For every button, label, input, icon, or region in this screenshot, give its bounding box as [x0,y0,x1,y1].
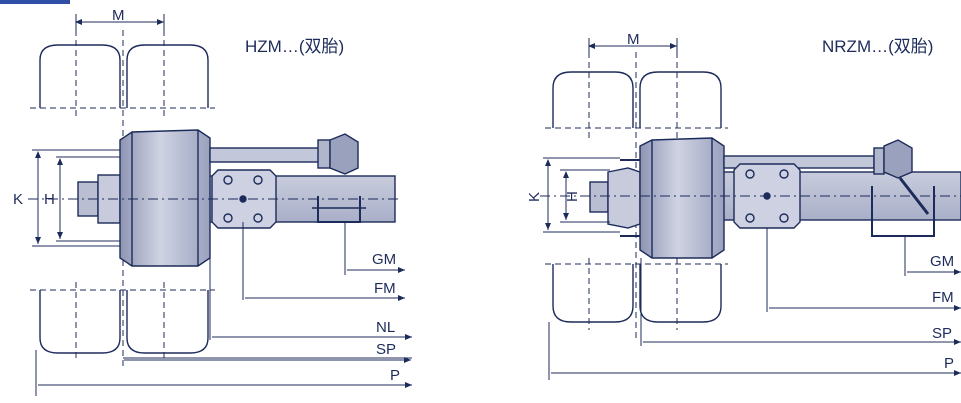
left-label-sp: SP [376,341,396,358]
right-brake-drum [639,137,725,259]
left-brake-drum [119,129,211,267]
left-camshaft [209,147,321,163]
right-slack-adjuster [883,139,913,179]
left-label-p: P [390,367,400,384]
right-lower-tire-outer [552,264,634,323]
right-lower-tire-inner [639,264,722,323]
left-labels: HZM…(双胎) M K H GM FM NL SP P [13,7,400,384]
right-label-fm: FM [932,289,954,306]
right-axle-drawing [540,52,961,340]
right-hub-nut [589,181,609,213]
left-upper-tire-inner [126,44,209,108]
left-label-fm: FM [374,280,396,297]
right-title: NRZM…(双胎) [822,37,933,56]
left-slack-adjuster [329,133,359,175]
right-upper-tire-outer [552,71,634,128]
right-upper-tire-inner [639,71,722,128]
right-label-gm: GM [930,253,954,270]
left-label-h: H [44,191,55,208]
left-label-gm: GM [372,251,396,268]
left-upper-tire-outer [39,44,121,108]
left-title: HZM…(双胎) [245,37,344,56]
left-dimensions [32,14,412,396]
right-dimensions [543,38,961,380]
right-label-k: K [526,192,543,202]
left-axle-drawing [28,30,400,370]
left-label-k: K [13,191,23,208]
right-label-sp: SP [932,325,952,342]
left-u-bolt [317,196,361,223]
left-label-nl: NL [376,319,395,336]
right-label-h: H [564,191,581,202]
left-lower-tire-inner [126,290,209,354]
accent-bar [0,0,70,4]
right-u-bolt [871,186,935,237]
left-label-m: M [112,7,125,24]
right-labels: NRZM…(双胎) M K H GM FM SP P [526,31,954,372]
right-label-p: P [944,355,954,372]
left-lower-tire-outer [39,290,121,354]
right-label-m: M [627,31,640,48]
